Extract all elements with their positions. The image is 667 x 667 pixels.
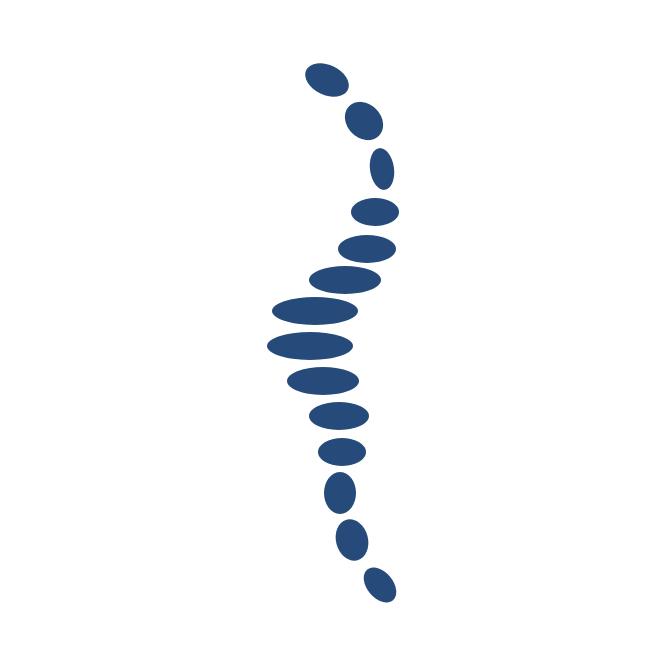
spine-segment: [287, 367, 359, 395]
spine-segment: [309, 402, 369, 430]
spine-segment: [305, 63, 349, 97]
spine-segment: [272, 297, 358, 325]
spine-segment: [338, 235, 396, 263]
spine-segment: [351, 198, 399, 226]
spine-segment: [324, 472, 356, 514]
spine-segment: [344, 101, 384, 141]
spine-segment: [267, 332, 353, 360]
spine-segment: [309, 266, 381, 294]
spine-segments: [267, 63, 399, 603]
spine-segment: [363, 567, 397, 603]
spine-segment: [369, 148, 395, 190]
spine-segment: [318, 438, 366, 466]
spine-segment: [335, 519, 369, 561]
